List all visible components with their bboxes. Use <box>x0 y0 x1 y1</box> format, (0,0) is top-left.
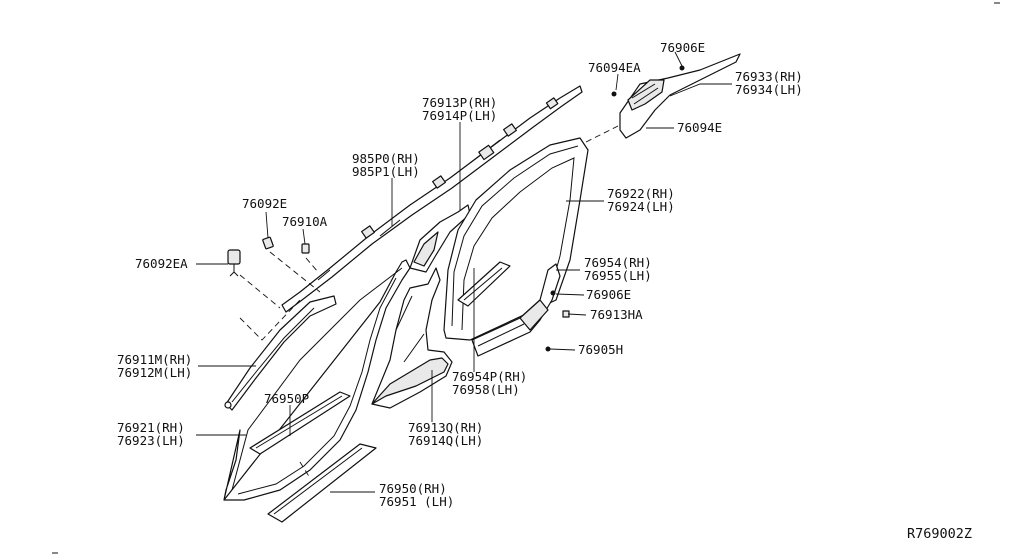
label-76905H: 76905H <box>578 342 623 357</box>
label-985P0: 985P0(RH) <box>352 151 420 166</box>
label-76950P: 76950P <box>264 391 309 406</box>
label-76092E: 76092E <box>242 196 287 211</box>
front-pillar-garnish <box>224 295 337 411</box>
diagram-id: R769002Z <box>907 526 972 542</box>
label-76921: 76921(RH) <box>117 420 185 435</box>
label-76933: 76933(RH) <box>735 69 803 84</box>
label-76914Q: 76914Q(LH) <box>408 433 483 448</box>
front-sill-plate <box>267 443 377 523</box>
clip-76094EA <box>611 91 617 97</box>
clip-76906E-top <box>679 65 685 71</box>
label-76914P: 76914P(LH) <box>422 108 497 123</box>
label-76958: 76958(LH) <box>452 382 520 397</box>
label-76954: 76954(RH) <box>584 255 652 270</box>
label-76906E-mid: 76906E <box>586 287 631 302</box>
center-pillar-upper <box>409 204 471 273</box>
rear-pillar-finisher <box>619 53 741 139</box>
label-76092EA: 76092EA <box>135 256 188 271</box>
label-76954P: 76954P(RH) <box>452 369 527 384</box>
label-76910A: 76910A <box>282 214 328 229</box>
center-pillar-lower <box>371 267 453 409</box>
label-76094EA: 76094EA <box>588 60 641 75</box>
label-76923: 76923(LH) <box>117 433 185 448</box>
label-76934: 76934(LH) <box>735 82 803 97</box>
clip-76906E-mid <box>550 290 556 296</box>
label-76913Q: 76913Q(RH) <box>408 420 483 435</box>
clip-76092E <box>262 236 274 250</box>
label-76912M: 76912M(LH) <box>117 365 192 380</box>
label-76913P: 76913P(RH) <box>422 95 497 110</box>
label-985P1: 985P1(LH) <box>352 164 420 179</box>
front-door-weatherstrip <box>223 259 411 501</box>
rear-kicking-plate <box>457 261 511 307</box>
front-kicking-plate <box>249 391 351 455</box>
leader-lines <box>196 51 732 493</box>
phantom-lines <box>239 125 619 479</box>
label-76950: 76950(RH) <box>379 481 447 496</box>
clip-76905H <box>545 346 551 352</box>
label-76911M: 76911M(RH) <box>117 352 192 367</box>
clip-76092EA <box>227 249 241 277</box>
curtain-airbag <box>281 85 583 313</box>
label-76094E: 76094E <box>677 120 722 135</box>
rear-side-trim-lower <box>471 263 561 357</box>
label-76906E-top: 76906E <box>660 40 705 55</box>
label-76951: 76951 (LH) <box>379 494 454 509</box>
label-76913HA: 76913HA <box>590 307 643 322</box>
label-76922: 76922(RH) <box>607 186 675 201</box>
label-76924: 76924(LH) <box>607 199 675 214</box>
label-76955: 76955(LH) <box>584 268 652 283</box>
clip-76910A <box>301 243 310 254</box>
